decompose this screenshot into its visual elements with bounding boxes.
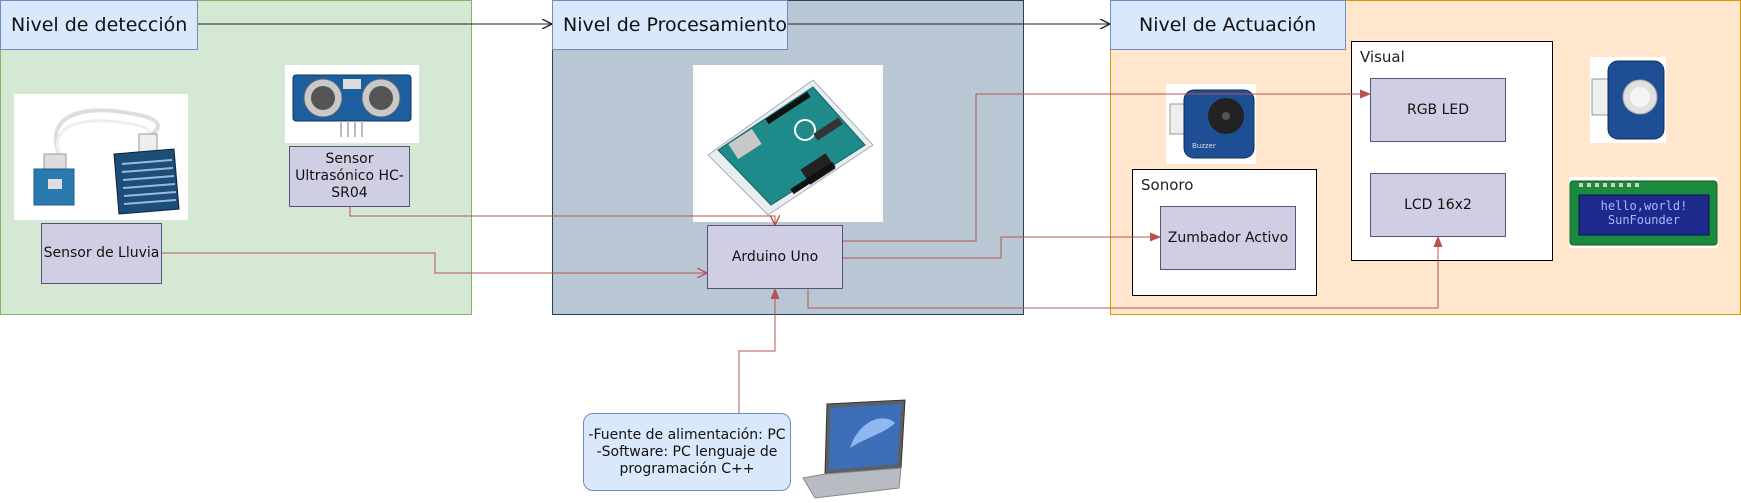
rgb-led-node[interactable]: RGB LED bbox=[1370, 78, 1506, 142]
processing-title: Nivel de Procesamiento bbox=[552, 0, 788, 50]
lcd-node[interactable]: LCD 16x2 bbox=[1370, 173, 1506, 237]
buzzer-node[interactable]: Zumbador Activo bbox=[1160, 206, 1296, 270]
rgb-led-module-photo bbox=[1590, 57, 1666, 143]
ultrasonic-sensor-photo bbox=[285, 65, 419, 143]
rain-sensor-node[interactable]: Sensor de Lluvia bbox=[41, 223, 162, 284]
lcd-line-2: SunFounder bbox=[1607, 213, 1681, 227]
ultrasonic-sensor-node[interactable]: Sensor Ultrasónico HC-SR04 bbox=[289, 146, 410, 207]
laptop-photo bbox=[795, 398, 907, 502]
note-software-line: -Software: PC lenguaje de programación C… bbox=[596, 443, 778, 477]
actuation-title: Nivel de Actuación bbox=[1110, 0, 1346, 50]
lcd-line-1: hello,world! bbox=[1600, 199, 1688, 213]
svg-text:Buzzer: Buzzer bbox=[1192, 142, 1216, 150]
arduino-node[interactable]: Arduino Uno bbox=[707, 225, 843, 289]
lcd-screen-text: hello,world! SunFounder bbox=[1581, 199, 1707, 227]
visual-group-label: Visual bbox=[1360, 48, 1405, 66]
rain-sensor-photo bbox=[14, 94, 188, 220]
lcd-module-photo: hello,world! SunFounder bbox=[1569, 177, 1718, 248]
buzzer-module-photo: Buzzer bbox=[1166, 84, 1256, 164]
note-power-line: -Fuente de alimentación: PC bbox=[588, 426, 786, 443]
arduino-board-photo bbox=[693, 65, 883, 222]
detection-title: Nivel de detección bbox=[0, 0, 198, 50]
sound-group-label: Sonoro bbox=[1141, 176, 1194, 194]
power-software-note[interactable]: -Fuente de alimentación: PC -Software: P… bbox=[583, 413, 791, 491]
